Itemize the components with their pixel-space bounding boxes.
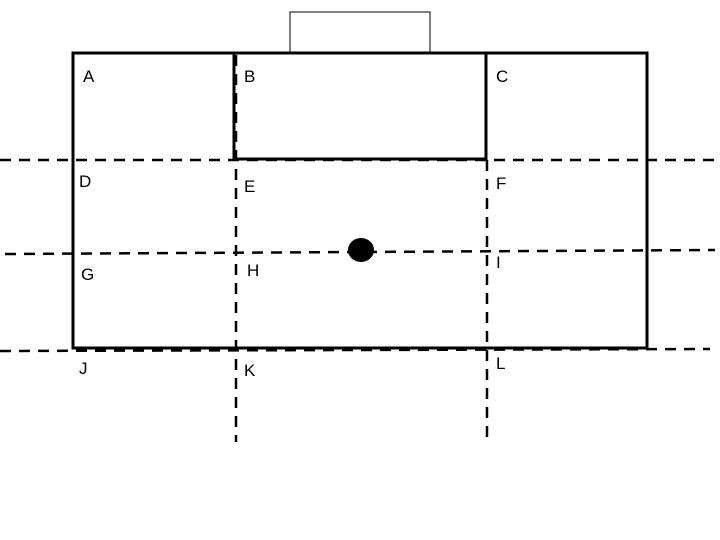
zone-label-l: L <box>496 354 505 373</box>
top-small-box <box>289 11 431 54</box>
zone-label-g: G <box>81 265 94 284</box>
zone-label-a: A <box>83 67 95 86</box>
zone-label-f: F <box>496 174 506 193</box>
zone-label-e: E <box>244 177 255 196</box>
zone-label-d: D <box>79 172 91 191</box>
zone-label-i: I <box>496 253 501 272</box>
ball-marker <box>348 238 374 262</box>
zone-label-c: C <box>496 67 508 86</box>
zone-label-j: J <box>79 359 88 378</box>
zone-label-h: H <box>247 261 259 280</box>
dashed-line-horizontal-3 <box>0 347 711 353</box>
outer-field-rectangle <box>71 51 649 350</box>
inner-top-rectangle <box>232 51 488 161</box>
zone-label-b: B <box>244 67 255 86</box>
dashed-line-horizontal-2 <box>4 248 716 256</box>
zone-label-k: K <box>244 361 256 380</box>
